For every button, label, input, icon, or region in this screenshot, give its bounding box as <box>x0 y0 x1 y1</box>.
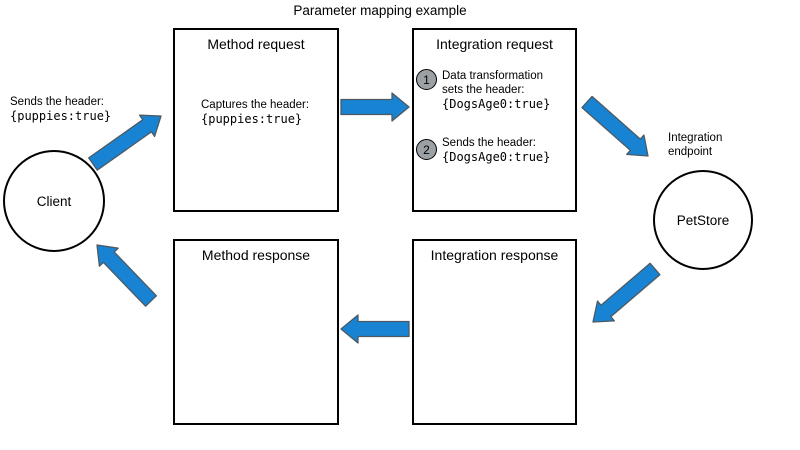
step-1-code: {DogsAge0:true} <box>442 97 551 111</box>
arrow-method-response-to-client <box>96 244 158 307</box>
arrow-client-to-method-request <box>88 114 162 171</box>
integration-endpoint-label-line2: endpoint <box>668 146 713 158</box>
integration-endpoint-label: Integration endpoint <box>668 131 722 159</box>
arrow-integration-request-to-endpoint <box>581 95 649 157</box>
method-response-box: Method response <box>173 239 339 425</box>
integration-endpoint-label-line1: Integration <box>668 132 723 144</box>
integration-request-box: Integration request 1 Data transformatio… <box>412 28 577 212</box>
diagram-title: Parameter mapping example <box>293 3 467 18</box>
client-annotation: Sends the header: {puppies:true} <box>10 95 111 123</box>
method-request-body-text: Captures the header: <box>201 99 310 111</box>
step-2-code: {DogsAge0:true} <box>442 150 551 164</box>
petstore-node: PetStore <box>653 170 753 270</box>
method-request-body-code: {puppies:true} <box>201 112 303 126</box>
step-1-number-badge: 1 <box>416 69 437 90</box>
arrow-integration-response-to-method-response <box>340 314 410 344</box>
client-annotation-text: Sends the header: <box>10 96 104 108</box>
client-node: Client <box>3 150 105 252</box>
method-request-box: Method request Captures the header: {pup… <box>173 28 339 212</box>
integration-response-title: Integration response <box>430 247 559 263</box>
step-2-number-badge: 2 <box>416 139 437 160</box>
arrow-endpoint-to-integration-response <box>592 262 661 323</box>
step-1-line1: Data transformation <box>442 70 543 82</box>
client-annotation-code: {puppies:true} <box>10 109 112 123</box>
integration-request-step-1: 1 Data transformation sets the header: {… <box>416 69 550 111</box>
integration-request-step-2: 2 Sends the header: {DogsAge0:true} <box>416 136 550 164</box>
step-2-text: Sends the header: {DogsAge0:true} <box>442 136 550 164</box>
method-request-title: Method request <box>207 36 305 52</box>
petstore-label: PetStore <box>676 212 730 228</box>
client-label: Client <box>36 193 72 209</box>
step-1-line2: sets the header: <box>442 84 525 96</box>
step-2-line1: Sends the header: <box>442 137 536 149</box>
method-request-body: Captures the header: {puppies:true} <box>201 98 309 126</box>
step-1-text: Data transformation sets the header: {Do… <box>442 69 550 111</box>
integration-request-title: Integration request <box>436 36 553 52</box>
arrow-method-request-to-integration-request <box>340 92 410 122</box>
method-response-title: Method response <box>201 247 311 263</box>
integration-response-box: Integration response <box>412 239 577 425</box>
